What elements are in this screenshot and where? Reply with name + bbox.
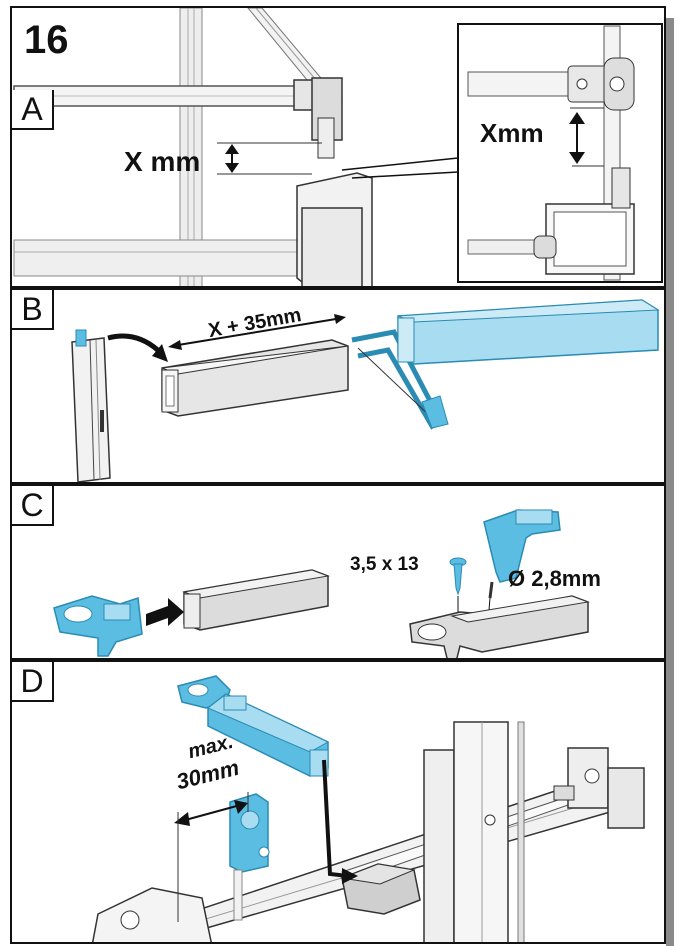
- panel-d: D max. 30mm: [10, 660, 666, 944]
- panel-a: 16 A X mm Xmm: [10, 6, 666, 288]
- panel-c-illustration: [53, 509, 590, 658]
- panel-d-illustration: [91, 675, 645, 942]
- step-number: 16: [24, 18, 69, 62]
- panel-b: B X + 35mm: [10, 288, 666, 484]
- panel-c-tag: C: [12, 486, 54, 526]
- panel-c: C 3,5 x 13 Ø 2,8mm: [10, 484, 666, 660]
- panel-a-illustration: [13, 8, 663, 286]
- x-mm-label: X mm: [124, 146, 201, 177]
- screw-size-label: 3,5 x 13: [350, 554, 419, 575]
- xmm-detail-label: Xmm: [480, 118, 544, 148]
- panel-a-tag: A: [12, 90, 54, 130]
- page-shadow-right: [666, 18, 674, 946]
- panel-b-tag: B: [12, 290, 54, 330]
- panel-d-tag: D: [12, 662, 54, 702]
- panel-b-illustration: [71, 299, 660, 482]
- drill-size-label: Ø 2,8mm: [508, 566, 601, 591]
